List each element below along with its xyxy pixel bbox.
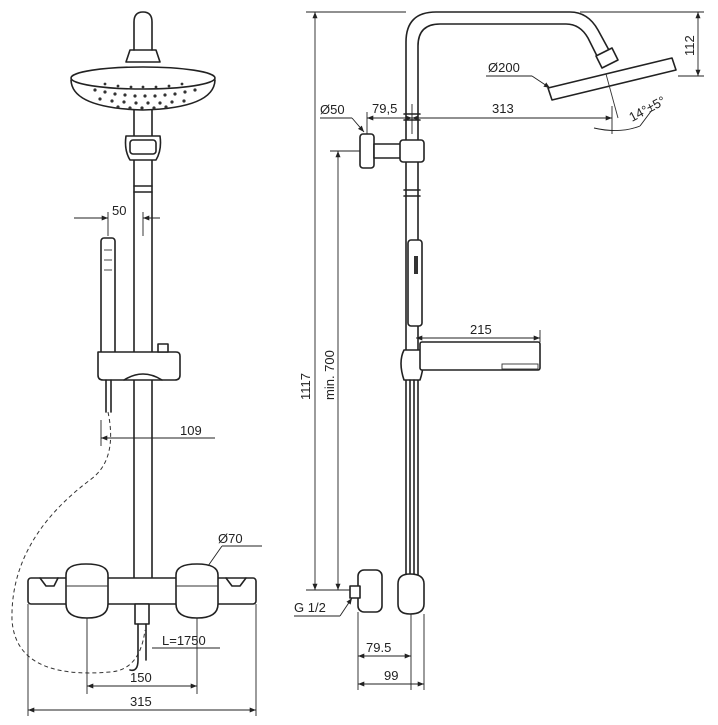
dim-dia200-label: Ø200 [488, 60, 520, 75]
dim-dia70: Ø70 [207, 531, 262, 567]
dim-79-5-top: 79,5 [366, 101, 413, 134]
dim-dia70-label: Ø70 [218, 531, 243, 546]
thermostatic-mixer-bar [27, 577, 257, 605]
overhead-arm-inner [417, 23, 599, 141]
dim-50: 50 [74, 203, 160, 236]
slider-holder [97, 351, 181, 381]
side-wall-rosette [359, 133, 375, 169]
dim-109: 109 [100, 420, 215, 446]
dim-79-5-bottom-label: 79.5 [366, 640, 391, 655]
dim-dia200: Ø200 [486, 60, 551, 89]
shower-head-body [70, 79, 216, 111]
dim-g12-label: G 1/2 [294, 600, 326, 615]
slider-knob [157, 343, 169, 353]
dim-min700: min. 700 [322, 150, 360, 590]
dim-215: 215 [416, 322, 541, 342]
dim-l1750: L=1750 [152, 633, 220, 649]
dim-315-label: 315 [130, 694, 152, 709]
dim-79-5-bottom: 79.5 [357, 612, 412, 690]
dim-150-label: 150 [130, 670, 152, 685]
hose-dashed [11, 411, 146, 674]
dim-angle: 14°±5° [593, 93, 668, 131]
hose-outlet [134, 603, 150, 625]
shower-head-neck [125, 49, 161, 63]
dim-109-label: 109 [180, 423, 202, 438]
side-mixer-body [357, 569, 383, 613]
side-hand-shower [407, 239, 423, 327]
side-g12-inlet [349, 585, 361, 599]
hand-shower-body [100, 237, 116, 367]
side-shower-head [547, 57, 677, 101]
upper-bracket-clamp [129, 139, 157, 155]
dim-79-5-top-label: 79,5 [372, 101, 397, 116]
dim-313-label: 313 [492, 101, 514, 116]
shower-head-nozzles [93, 82, 197, 110]
dim-dia50: Ø50 [320, 102, 365, 133]
dim-1117: 1117 [298, 11, 406, 591]
dim-315: 315 [27, 604, 257, 716]
dim-150: 150 [86, 618, 198, 694]
side-view: 1117 min. 700 Ø50 79,5 313 Ø200 [294, 11, 704, 690]
side-upper-clamp [399, 139, 425, 163]
dim-313: 313 [412, 101, 613, 134]
dim-1117-label: 1117 [298, 373, 313, 400]
dim-dia50-label: Ø50 [320, 102, 345, 117]
dim-112-label: 112 [682, 35, 697, 56]
side-hand-shower-horizontal [419, 341, 541, 371]
left-control-knob [65, 563, 109, 619]
front-view: 50 109 Ø70 L=1750 150 315 [11, 11, 262, 716]
shower-arm-top [133, 11, 153, 51]
shower-head-rim [70, 66, 216, 90]
right-control-knob [175, 563, 219, 619]
dim-min700-label: min. 700 [322, 350, 337, 400]
dim-angle-label: 14°±5° [626, 93, 668, 125]
overhead-arm-outer [405, 11, 611, 141]
dim-99-label: 99 [384, 668, 398, 683]
dim-50-label: 50 [112, 203, 126, 218]
dim-g12: G 1/2 [294, 597, 353, 617]
dim-215-label: 215 [470, 322, 492, 337]
dim-112: 112 [580, 11, 704, 77]
dim-l1750-label: L=1750 [162, 633, 206, 648]
head-connector [595, 47, 619, 69]
dim-99: 99 [358, 614, 425, 690]
side-mixer-outlet [397, 573, 425, 615]
